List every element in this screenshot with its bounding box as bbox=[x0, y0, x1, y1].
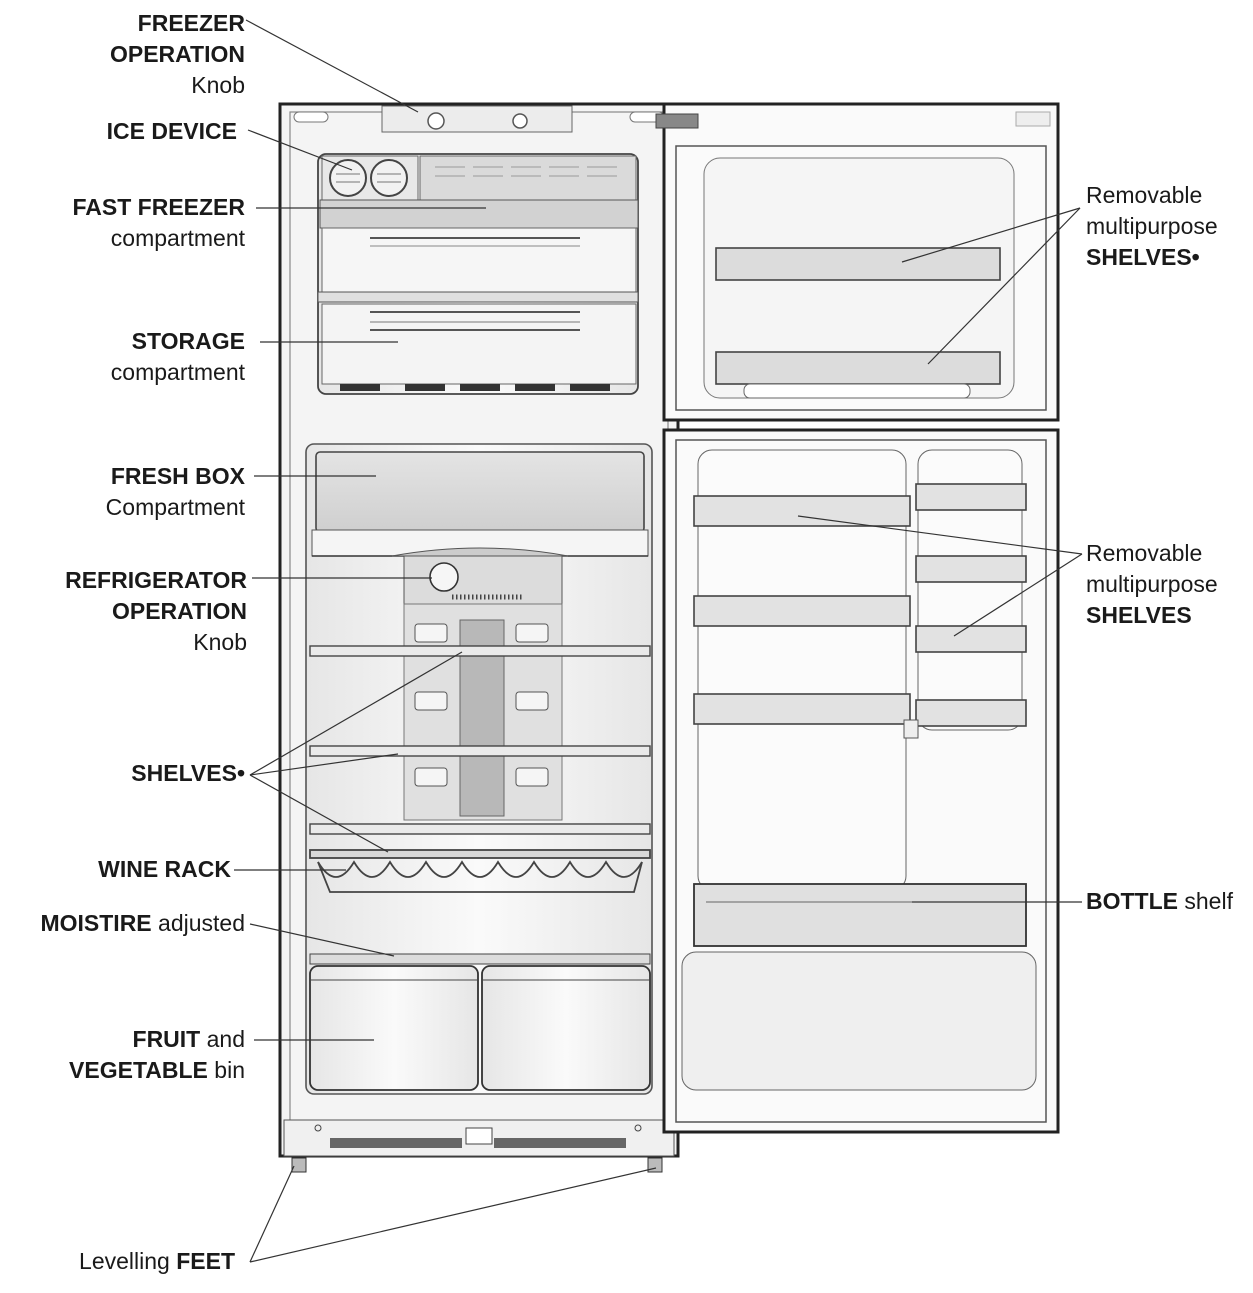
label-fresh-box: FRESH BOX Compartment bbox=[105, 463, 245, 520]
fresh-box bbox=[315, 451, 645, 533]
label-moisture: MOISTIRE adjusted bbox=[40, 910, 245, 936]
label-levelling-feet: Levelling FEET bbox=[79, 1248, 235, 1274]
door-bin-left-1 bbox=[693, 495, 911, 527]
door-bin-left-3 bbox=[693, 693, 911, 725]
door-bin-right-2 bbox=[915, 555, 1027, 583]
bottle-shelf bbox=[693, 883, 1027, 947]
crisper-left bbox=[309, 965, 479, 1091]
label-fridge-door-shelves: Removable multipurpose SHELVES bbox=[1086, 540, 1218, 628]
freezer-knob bbox=[427, 112, 445, 130]
cabinet bbox=[278, 102, 680, 1173]
leader-lines bbox=[234, 19, 1083, 1263]
label-storage: STORAGE compartment bbox=[110, 328, 245, 385]
fridge-door bbox=[662, 428, 1060, 1134]
fast-freezer-tray bbox=[319, 199, 639, 229]
door-bin-right-4 bbox=[915, 699, 1027, 727]
freezer-door-shelf-1 bbox=[715, 247, 1001, 281]
foot-left bbox=[291, 1157, 307, 1173]
fridge-shelves bbox=[309, 645, 651, 835]
door-bin-right-3 bbox=[915, 625, 1027, 653]
refrigerator-control-housing bbox=[403, 555, 563, 605]
storage-drawer bbox=[321, 303, 637, 385]
freezer-door bbox=[655, 102, 1060, 422]
label-fast-freezer: FAST FREEZER compartment bbox=[72, 194, 245, 251]
label-shelves: SHELVES• bbox=[131, 760, 245, 786]
door-bin-right-1 bbox=[915, 483, 1027, 511]
label-ice-device: ICE DEVICE bbox=[106, 118, 237, 144]
ice-device bbox=[321, 155, 419, 201]
label-freezer-operation: FREEZER OPERATION Knob bbox=[109, 10, 245, 98]
label-bottle-shelf: BOTTLE shelf bbox=[1086, 888, 1233, 914]
refrigerator-knob bbox=[429, 562, 459, 592]
label-fruit-vegetable: FRUIT and VEGETABLE bin bbox=[69, 1026, 245, 1083]
crisper-right bbox=[481, 965, 651, 1091]
door-bin-left-2 bbox=[693, 595, 911, 627]
wine-rack bbox=[309, 849, 651, 893]
label-refrigerator-operation: REFRIGERATOR OPERATION Knob bbox=[65, 567, 247, 655]
label-freezer-door-shelves: Removable multipurpose SHELVES• bbox=[1086, 182, 1218, 270]
freezer-door-shelf-2 bbox=[715, 351, 1001, 385]
label-wine-rack: WINE RACK bbox=[98, 856, 231, 882]
